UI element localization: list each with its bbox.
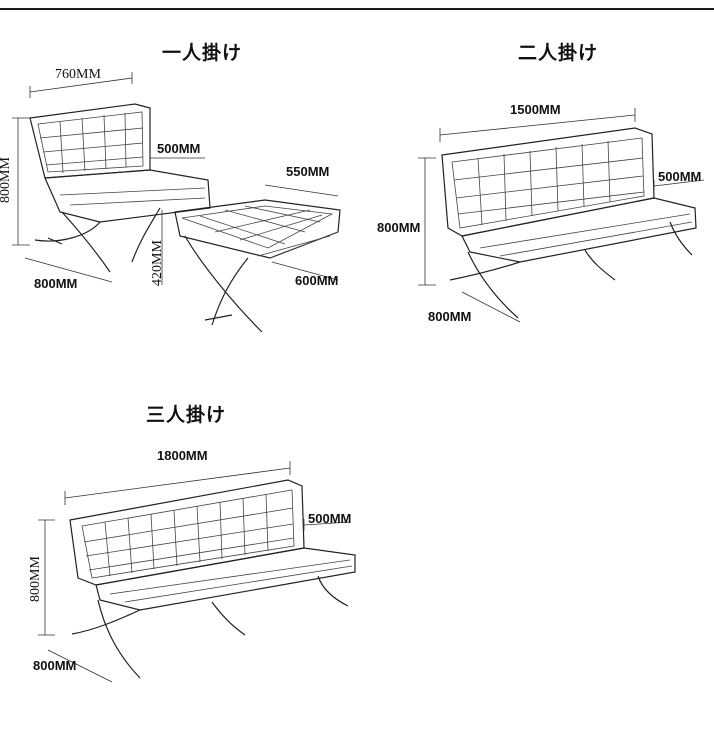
panel-three-seat: 三人掛け: [0, 380, 370, 700]
panel-title: 一人掛け: [162, 42, 243, 64]
two-seat-seat-label: 500MM: [658, 169, 702, 184]
single-seat-label: 500MM: [157, 141, 201, 156]
single-chair-drawing: [12, 72, 341, 333]
two-seat-depth-label: 800MM: [428, 309, 472, 324]
top-rule: [0, 8, 714, 10]
single-width-label: 760MM: [55, 67, 101, 82]
ottoman-width-label: 600MM: [295, 273, 339, 288]
panel-two-seat: 二人掛け: [370, 0, 714, 340]
three-seat-seat-label: 500MM: [308, 511, 352, 526]
single-depth-label: 800MM: [34, 276, 78, 291]
two-seat-sofa-drawing: [418, 108, 705, 323]
panel-title: 三人掛け: [146, 404, 227, 426]
single-height-label: 800MM: [0, 157, 13, 203]
three-seat-width-label: 1800MM: [157, 448, 208, 463]
two-seat-height-label: 800MM: [377, 220, 421, 235]
panel-single-seat: 一人掛け: [0, 0, 360, 340]
ottoman-depth-label: 550MM: [286, 164, 330, 179]
two-seat-width-label: 1500MM: [510, 102, 561, 117]
three-seat-depth-label: 800MM: [33, 658, 77, 673]
panel-title: 二人掛け: [518, 42, 599, 64]
ottoman-height-label: 420MM: [150, 240, 165, 286]
three-seat-sofa-drawing: [38, 461, 356, 683]
three-seat-height-label: 800MM: [28, 556, 43, 602]
